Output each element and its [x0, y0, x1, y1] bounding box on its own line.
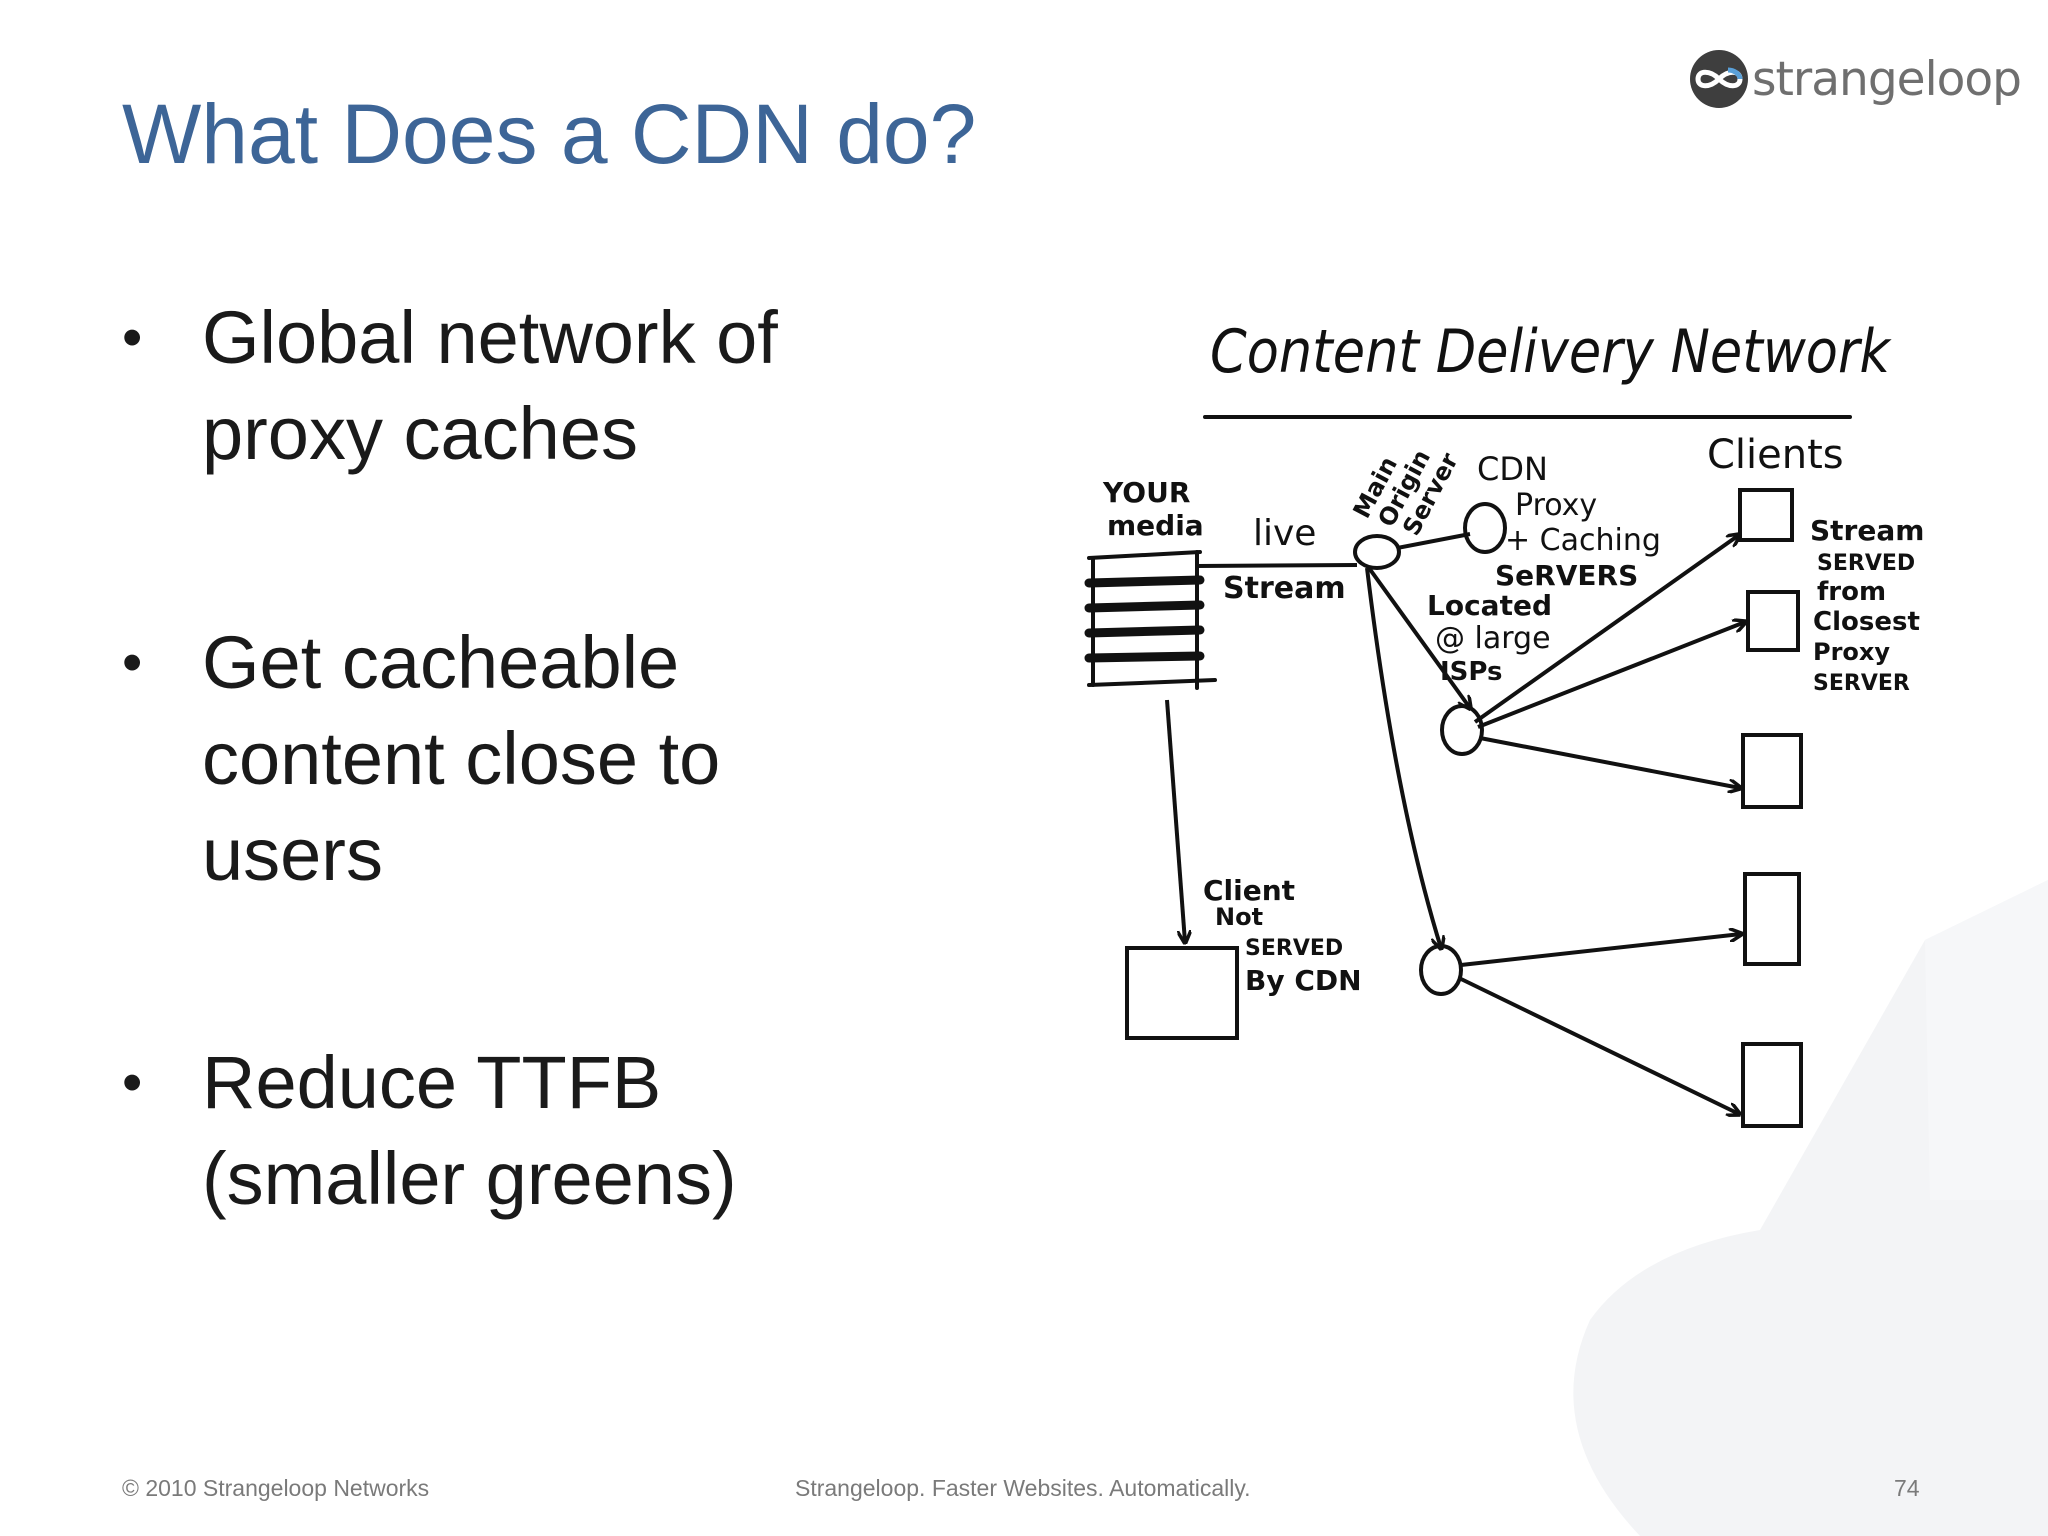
bullet-text-line: users — [202, 813, 383, 896]
edge-proxy-node — [1419, 944, 1463, 996]
bullet-glyph: • — [122, 305, 143, 370]
live-stream-label: Stream — [1223, 571, 1346, 606]
cdn-proxy-label: Proxy — [1515, 488, 1597, 523]
origin-to-edge-1-line — [1367, 566, 1470, 708]
origin-to-cdn-line — [1396, 532, 1471, 550]
clients-label: Clients — [1707, 432, 1844, 478]
infinity-loop-icon — [1690, 50, 1748, 108]
bullet-text-line: proxy caches — [202, 392, 638, 475]
stream-served-label: SERVER — [1813, 671, 1910, 696]
bullet-item: • Global network of proxy caches — [122, 290, 882, 482]
bullet-glyph: • — [122, 630, 143, 695]
stream-served-label: SERVED — [1817, 551, 1915, 576]
bullet-text-line: (smaller greens) — [202, 1137, 737, 1220]
stream-served-label: Closest — [1813, 607, 1920, 637]
bullet-text-line: Reduce TTFB — [202, 1041, 662, 1124]
bullet-text-line: Global network of — [202, 296, 778, 379]
client-not-served-label: Not — [1215, 903, 1263, 931]
stream-served-label: from — [1817, 577, 1886, 607]
stream-served-label: Stream — [1810, 514, 1924, 547]
edge-to-client-arrow — [1460, 934, 1741, 967]
media-to-direct-client-line — [1165, 699, 1185, 942]
located-label: Located — [1427, 589, 1552, 622]
live-stream-label: live — [1253, 513, 1316, 554]
cdn-proxy-node — [1463, 502, 1507, 554]
origin-server-node — [1353, 534, 1401, 570]
edge-proxy-node — [1440, 704, 1484, 756]
bullet-text-line: Get cacheable — [202, 621, 680, 704]
bullet-item: • Reduce TTFB (smaller greens) — [122, 1035, 882, 1227]
cdn-proxy-label: + Caching — [1505, 523, 1661, 558]
origin-to-edge-2-line — [1365, 567, 1441, 948]
bullet-text-line: content close to — [202, 717, 721, 800]
slide-title: What Does a CDN do? — [122, 87, 977, 181]
client-not-served-label: By CDN — [1245, 964, 1362, 997]
edge-to-client-arrow — [1477, 622, 1745, 729]
edge-to-client-arrow — [1479, 736, 1740, 788]
cdn-sketch-diagram: Content Delivery Network YOUR media live… — [1075, 280, 1935, 1180]
client-box — [1741, 733, 1803, 809]
client-not-served-label: SERVED — [1245, 936, 1343, 961]
your-media-label: YOUR — [1102, 476, 1190, 509]
live-stream-line — [1196, 563, 1358, 568]
located-label: @ large — [1435, 621, 1551, 656]
cdn-proxy-label: CDN — [1477, 450, 1548, 488]
stream-served-label: Proxy — [1813, 638, 1890, 666]
client-box — [1743, 872, 1801, 966]
strangeloop-logo: strangeloop — [1688, 48, 2022, 110]
client-box — [1738, 488, 1794, 542]
footer-tagline: Strangeloop. Faster Websites. Automatica… — [795, 1475, 1251, 1501]
footer-copyright: © 2010 Strangeloop Networks — [122, 1475, 430, 1501]
client-box-direct — [1125, 946, 1239, 1040]
media-stack-icon — [1084, 550, 1217, 690]
client-box — [1746, 590, 1800, 652]
client-box — [1741, 1042, 1803, 1128]
bullet-item: • Get cacheable content close to users — [122, 615, 882, 903]
diagram-heading: Content Delivery Network — [1210, 317, 1892, 387]
bullet-glyph: • — [122, 1050, 143, 1115]
page-number: 74 — [1894, 1475, 1920, 1501]
client-not-served-label: Client — [1203, 874, 1295, 907]
your-media-label: media — [1107, 509, 1204, 542]
logo-wordmark: strangeloop — [1752, 51, 2022, 107]
edge-to-client-arrow — [1458, 976, 1739, 1114]
cdn-proxy-label: SeRVERS — [1495, 559, 1638, 592]
edge-to-client-arrow — [1473, 535, 1739, 724]
